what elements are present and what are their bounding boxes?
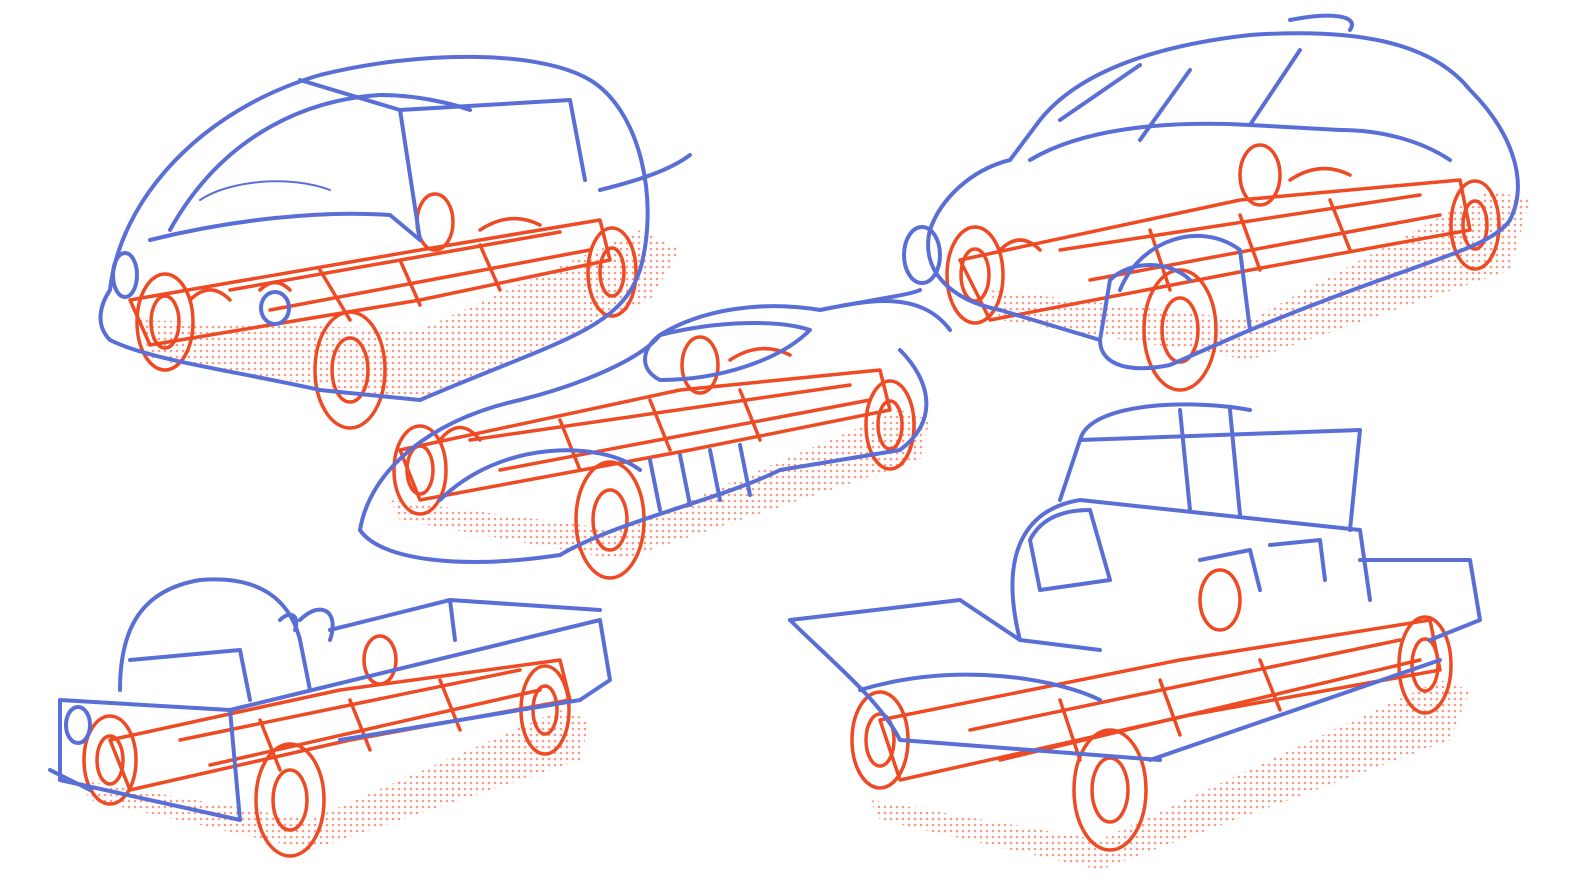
beetle-car-sketch [902,13,1530,392]
boat-vehicle-sketch [788,402,1482,870]
pickup-truck-sketch [48,577,612,858]
body-sketch [98,54,692,402]
sports-car-sketch [358,288,952,580]
body-sketch [358,288,952,564]
body-sketch [788,402,1482,762]
body-sketch [902,13,1520,371]
body-sketch [48,577,612,822]
halftone-shadow [870,680,1470,870]
halftone-shadow [990,190,1530,360]
halftone-shadow [390,410,930,560]
halftone-shadow [80,710,590,850]
chassis-sketch [392,335,916,580]
bubble-car-sketch [98,54,692,430]
halftone-shadow [140,230,680,400]
chassis-sketch [850,568,1453,852]
